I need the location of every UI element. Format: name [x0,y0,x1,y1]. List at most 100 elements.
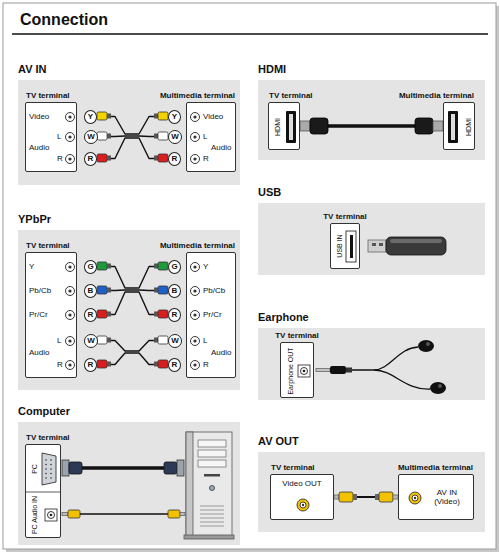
jack-pin [50,514,53,517]
terminal-panel: TV terminalVideo OUT [270,474,334,520]
rca-plug [158,112,168,120]
plug-marker: B [168,284,181,298]
usb-highlight [390,239,442,243]
port-label: Earphone OUT [287,347,294,394]
usb-contact [379,243,383,246]
usb-connector [368,240,386,252]
vga-pin [45,459,47,461]
terminal-panel: Multimedia terminalYPb/CbPr/CrLAudioR [186,252,236,378]
port-label: Audio [211,144,231,152]
port-label: L [57,337,61,345]
jack-socket [191,361,200,370]
jack-pin [303,370,306,373]
hdmi-port [448,111,458,143]
plug-letter: G [87,263,93,271]
rca-plug [97,310,107,318]
cable [97,138,168,159]
port-label: HDMI [274,118,281,136]
page-title: Connection [20,12,108,28]
plug-marker: W [84,334,98,348]
port-label: Pb/Cb [203,287,225,295]
terminal-panel: TV terminalHDMI [268,102,300,150]
plug-marker: R [168,308,181,322]
rca-socket [409,492,421,504]
rca-plug [158,132,168,140]
port-label: R [203,155,209,163]
port-label: PC Audio IN [31,496,38,534]
vga-pin [45,464,47,466]
plug-marker: R [84,152,97,166]
tower-side [186,432,193,536]
plug-letter: R [88,311,94,319]
tower-vent [200,510,224,511]
jack-pin [68,135,71,138]
floppy-slot [204,474,220,477]
computer-tower [186,432,232,536]
plug-marker: B [84,284,97,298]
earbud [430,382,446,394]
port-label: Pr/Cr [29,311,48,319]
port-label: HDMI [465,118,472,136]
rca-pin [414,497,416,499]
port-label: Video [203,113,223,121]
section-heading: AV OUT [258,436,299,447]
rca-plug [339,492,353,502]
tower-vent [200,526,224,527]
plug-marker: G [84,260,97,274]
plug-marker: W [84,130,98,144]
hdmi-port-inner [289,114,293,140]
rca-plug [97,132,107,140]
plug-marker: R [168,152,181,166]
plug-collar [154,362,158,367]
terminal-heading: TV terminal [26,92,70,100]
rca-tip [334,495,339,499]
jack-socket [48,512,55,519]
jack-pin [193,265,196,268]
section-heading: YPbPr [18,214,51,225]
vga-shell [177,460,184,476]
jack-socket [66,311,75,320]
vga-shell [62,460,69,476]
plug-marker: Y [84,110,97,124]
rca-plug [158,336,168,344]
jack-housing [45,509,57,521]
terminal-heading: Multimedia terminal [160,242,235,250]
plug-marker: R [168,358,181,372]
section-panel: AV INTV terminalVideoLAudioRMultimedia t… [18,80,240,185]
terminal-panel: TV terminalPCPC Audio IN [25,444,61,538]
earphone-cable [374,370,430,389]
port-label: AV IN (Video) [429,488,465,506]
rca-plug [97,154,107,162]
rca-plug [97,262,107,270]
jack-pin [193,363,196,366]
rca-plug [97,336,107,344]
earphone-cable [352,369,374,371]
port-label: Y [29,263,34,271]
usb-contact [372,243,376,246]
plug-marker: R [84,308,97,322]
jack-pin [68,115,71,118]
section-panel: USBTV terminalUSB IN [258,203,485,275]
jack-socket [66,155,75,164]
plug-collar [154,134,158,139]
title-rule [12,33,488,35]
earphone-cable [374,347,418,370]
plug-collar [154,312,158,317]
vga-pin [50,477,52,479]
section-heading: USB [258,187,281,198]
usb-port [346,231,356,262]
port-label: R [57,155,63,163]
plug-collar [154,264,158,269]
jack-pin [193,313,196,316]
strain-relief [346,368,352,373]
terminal-panel: TV terminalEarphone OUT [280,342,314,398]
jack-socket [191,311,200,320]
cable [97,292,168,315]
port-label: Pb/Cb [29,287,51,295]
hdmi-plug-metal [433,121,443,131]
tower-vent [200,522,224,523]
hdmi-port [286,111,296,143]
plug-collar [107,156,111,161]
plug-letter: R [172,311,178,319]
drive-bay [198,450,226,457]
